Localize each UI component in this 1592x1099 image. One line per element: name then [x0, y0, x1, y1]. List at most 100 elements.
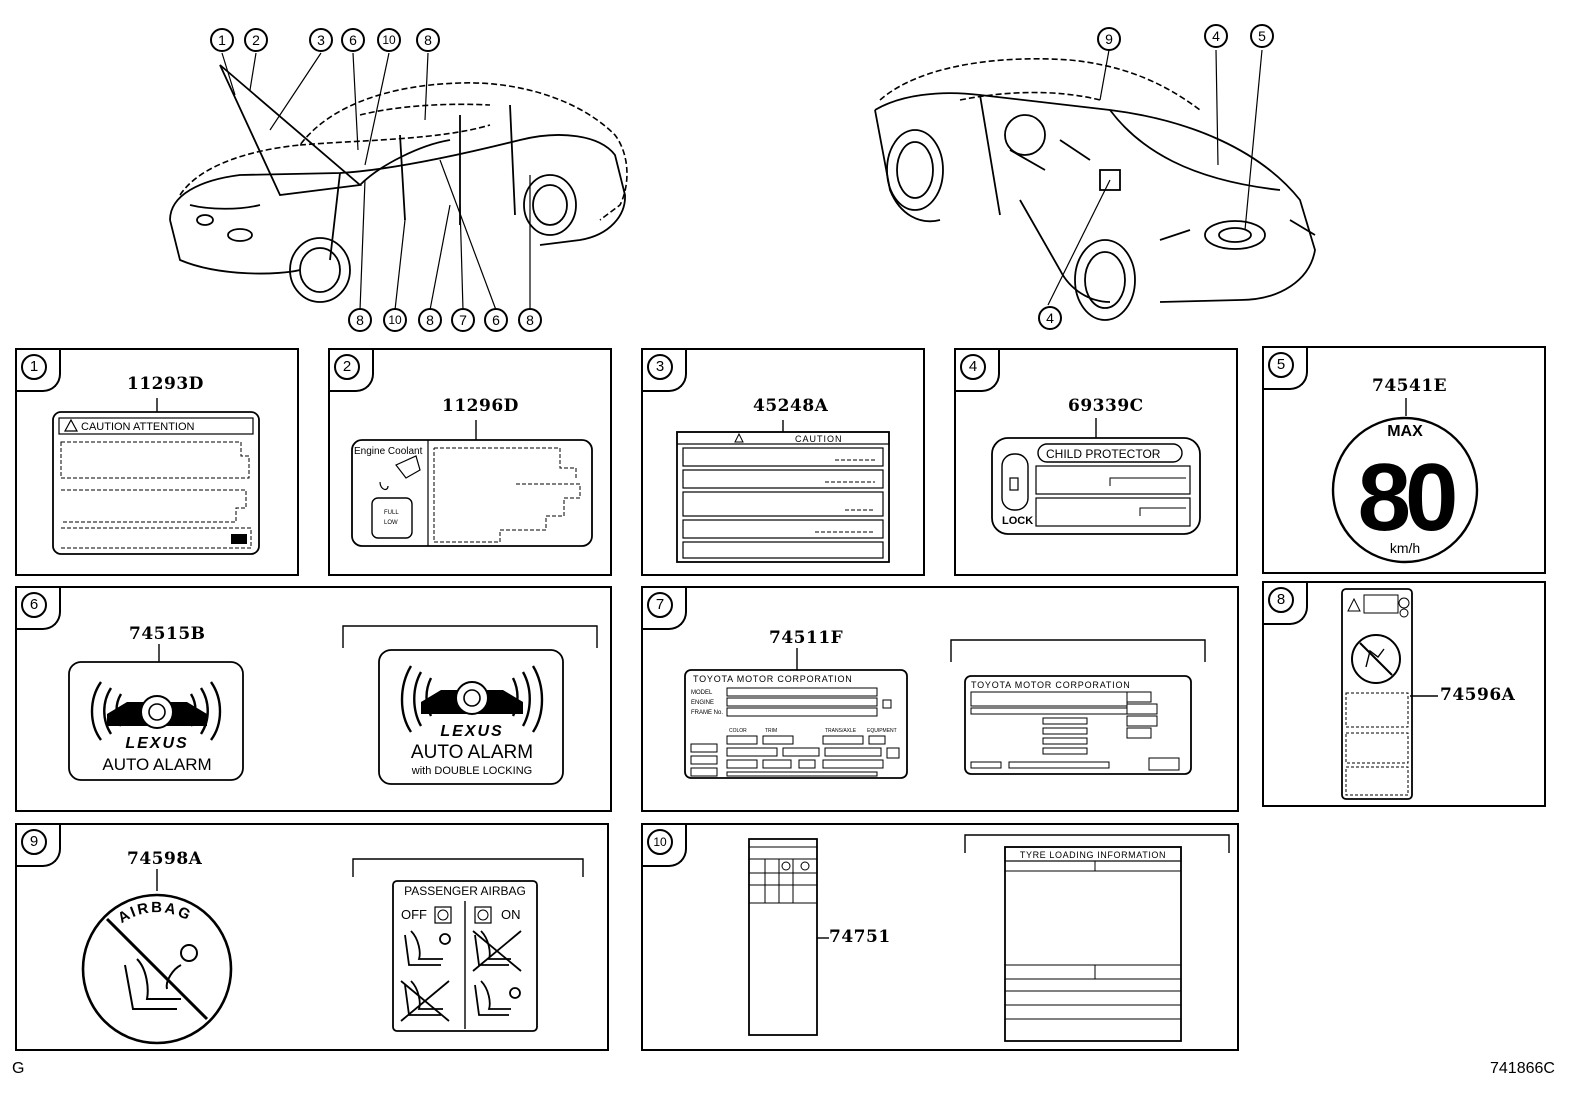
panel-number: 1: [21, 354, 47, 380]
callout-6: 6: [341, 28, 365, 52]
tyre-loading-title: TYRE LOADING INFORMATION: [1020, 850, 1166, 860]
callout-5: 5: [1250, 24, 1274, 48]
panel-number: 8: [1268, 587, 1294, 613]
panel-5: 5 74541E MAX 80 km/h: [1262, 346, 1546, 574]
part-number: 69339C: [1068, 396, 1144, 416]
panel-number: 6: [21, 592, 47, 618]
col-trans: TRANS/AXLE: [825, 728, 857, 734]
passenger-airbag-label: PASSENGER AIRBAG OFF ON: [392, 880, 538, 1032]
part-number: 74541E: [1372, 376, 1448, 396]
alarm-text: AUTO ALARM: [411, 742, 533, 763]
part-number: 74596A: [1440, 685, 1516, 705]
callout-6: 6: [484, 308, 508, 332]
callout-10: 10: [377, 28, 401, 52]
part-number: 74751: [829, 927, 891, 947]
airbag-warning-strip: [1341, 588, 1413, 800]
auto-alarm-label: LEXUS AUTO ALARM: [68, 644, 244, 781]
panel-2: 2 11296D Engine Coolant FULL LOW: [328, 348, 612, 576]
alarm-text: AUTO ALARM: [102, 755, 211, 774]
callout-4: 4: [1038, 306, 1062, 330]
corner-code-left: G: [12, 1060, 25, 1077]
part-number: 45248A: [753, 396, 829, 416]
variant-bracket: [352, 858, 584, 877]
callout-2: 2: [244, 28, 268, 52]
panel-8: 8 74596A: [1262, 581, 1546, 807]
double-locking-text: with DOUBLE LOCKING: [411, 765, 532, 777]
vehicle-id-plate-variant: TOYOTA MOTOR CORPORATION: [964, 675, 1192, 775]
caution-label-1: CAUTION ATTENTION: [52, 398, 260, 555]
callout-8: 8: [418, 308, 442, 332]
callout-8: 8: [348, 308, 372, 332]
brand-text: LEXUS: [125, 735, 188, 752]
callout-10: 10: [383, 308, 407, 332]
callout-1: 1: [210, 28, 234, 52]
front-car-illustration: [169, 52, 628, 311]
maker-text: TOYOTA MOTOR CORPORATION: [971, 680, 1131, 690]
panel-6: 6 74515B LEXUS AUTO ALARM: [15, 586, 612, 812]
panel-number: 10: [647, 829, 673, 855]
tyre-loading-label: TYRE LOADING INFORMATION: [1004, 846, 1182, 1042]
frame-label: FRAME No.: [691, 710, 723, 716]
panel-number: 9: [21, 829, 47, 855]
panel-4: 4 69339C CHILD PROTECTOR LOCK: [954, 348, 1238, 576]
lock-text: LOCK: [1002, 515, 1033, 527]
leader-line: [1410, 695, 1438, 697]
caution-label-3: CAUTION: [676, 420, 890, 563]
panel-9: 9 74598A AIRBAG PASSENGER AIRBAG OFF ON: [15, 823, 609, 1051]
coolant-title: Engine Coolant: [354, 446, 423, 457]
variant-bracket: [342, 625, 598, 648]
low-mark: LOW: [384, 520, 398, 526]
speed-unit: km/h: [1390, 540, 1420, 556]
auto-alarm-double-locking-label: LEXUS AUTO ALARM with DOUBLE LOCKING: [378, 649, 564, 785]
variant-bracket: [964, 834, 1230, 853]
part-number: 11293D: [127, 374, 204, 394]
part-number: 74598A: [127, 849, 203, 869]
panel-3: 3 45248A CAUTION: [641, 348, 925, 576]
panel-number: 3: [647, 354, 673, 380]
full-mark: FULL: [384, 510, 399, 516]
caution-title: CAUTION: [795, 434, 843, 444]
callout-8: 8: [518, 308, 542, 332]
col-trim: TRIM: [765, 728, 777, 734]
caution-title: CAUTION ATTENTION: [81, 421, 195, 433]
coolant-label: Engine Coolant FULL LOW: [351, 420, 593, 547]
model-label: MODEL: [691, 690, 713, 696]
col-equipment: EQUIPMENT: [867, 728, 897, 734]
callout-3: 3: [309, 28, 333, 52]
vehicle-id-plate: TOYOTA MOTOR CORPORATION MODEL ENGINE FR…: [684, 648, 908, 779]
maker-text: TOYOTA MOTOR CORPORATION: [693, 674, 853, 684]
panel-number: 2: [334, 354, 360, 380]
col-color: COLOR: [729, 728, 747, 734]
leader-line: [817, 937, 829, 939]
brand-text: LEXUS: [440, 723, 503, 740]
callout-8: 8: [416, 28, 440, 52]
engine-label: ENGINE: [691, 700, 714, 706]
max-text: MAX: [1387, 423, 1423, 440]
child-protector-title: CHILD PROTECTOR: [1046, 447, 1161, 461]
callout-7: 7: [451, 308, 475, 332]
speed-limit-label: MAX 80 km/h: [1331, 398, 1479, 564]
off-label: OFF: [401, 907, 427, 922]
part-number: 11296D: [442, 396, 519, 416]
passenger-airbag-title: PASSENGER AIRBAG: [404, 884, 526, 898]
panel-10: 10 74751 TYRE LOADING INFORMATION: [641, 823, 1239, 1051]
panel-number: 4: [960, 354, 986, 380]
panel-1: 1 11293D CAUTION ATTENTION: [15, 348, 299, 576]
rear-car-illustration: [874, 49, 1316, 321]
variant-bracket: [950, 639, 1206, 662]
panel-7: 7 74511F TOYOTA MOTOR CORPORATION MODEL …: [641, 586, 1239, 812]
panel-number: 7: [647, 592, 673, 618]
illustration-number: 741866C: [1490, 1060, 1555, 1077]
child-protector-label: CHILD PROTECTOR LOCK: [991, 418, 1201, 535]
part-number: 74511F: [769, 628, 844, 648]
callout-9: 9: [1097, 27, 1121, 51]
speed-value: 80: [1358, 444, 1455, 551]
on-label: ON: [501, 907, 521, 922]
callout-4: 4: [1204, 24, 1228, 48]
airbag-no-child-seat-label: AIRBAG: [81, 869, 233, 1045]
panel-number: 5: [1268, 352, 1294, 378]
airbag-text: AIRBAG: [115, 899, 195, 927]
part-number: 74515B: [129, 624, 206, 644]
tire-pressure-strip: [748, 838, 818, 1036]
